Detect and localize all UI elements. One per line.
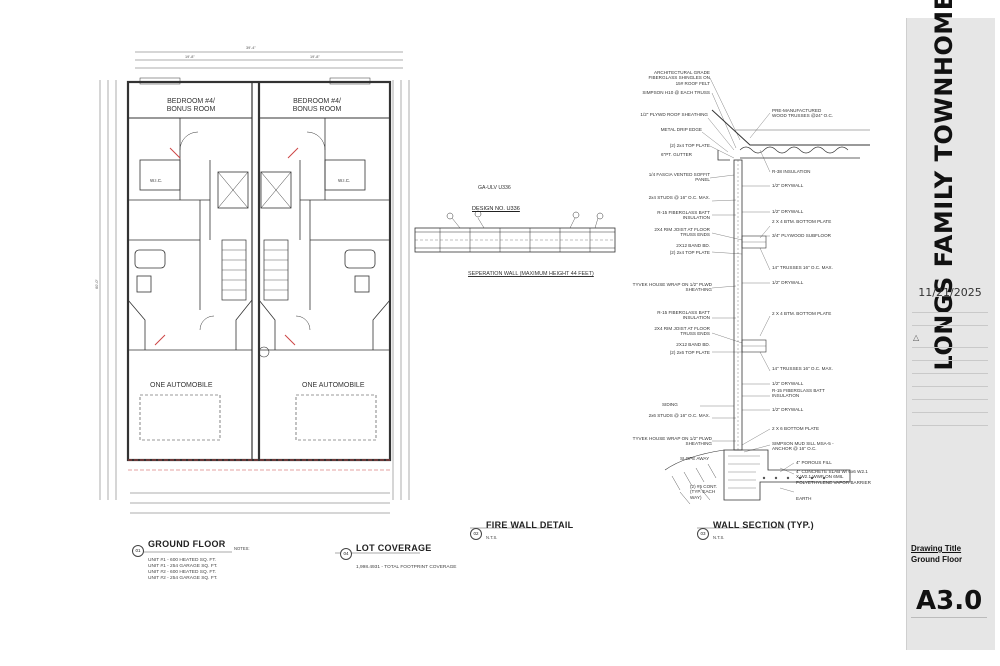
schedule-line-3: UNIT #2 - 600 HEATED SQ. FT.: [148, 570, 217, 575]
room-label-bedroom-right: BEDROOM #4/ BONUS ROOM: [292, 98, 342, 113]
divider: [912, 360, 988, 361]
drawing-date: 11/21/2025: [918, 286, 982, 299]
wall-note-14-trusses-1: 14" TRUSSES 16" O.C. MAX.: [772, 265, 833, 270]
wall-note-top-plate-1: (2) 2x4 TOP PLATE: [669, 143, 710, 148]
wall-note-mud-sill: SIMPSON MUD SILL MSA-5 - ANCHOR @ 16" O.…: [772, 441, 834, 452]
wall-note-band-2: 2X12 BAND BD.: [676, 342, 710, 347]
divider: [911, 617, 987, 618]
divider: [912, 425, 988, 426]
wall-note-drip-edge: METAL DRIP EDGE: [660, 127, 702, 132]
fire-wall-scale: N.T.S.: [486, 535, 498, 540]
room-label-wic-right: W.I.C.: [338, 178, 351, 183]
wall-note-2x6-studs: 2x6 STUDS @ 16" O.C. MAX.: [648, 413, 710, 418]
project-title: LONGS FAMILY TOWNHOME: [930, 0, 958, 371]
wall-note-r15-2: R-15 FIBERGLASS BATT INSULATION: [657, 310, 710, 321]
wall-note-drywall-2: 1/2" DRYWALL: [772, 209, 804, 214]
wall-note-drywall-5: 1/2" DRYWALL: [772, 407, 804, 412]
fire-wall-design-no: DESIGN NO. U336: [472, 206, 520, 212]
wall-note-tyvek-1: TYVEK HOUSE WRAP ON 1/2" PLWD SHEATHING: [632, 282, 712, 293]
schedule-line-1: UNIT #1 - 600 HEATED SQ. FT.: [148, 558, 217, 563]
floor-plan-title: GROUND FLOOR: [148, 539, 226, 549]
wall-note-porous-fill: 4" POROUS FILL: [796, 460, 832, 465]
fire-wall-design-line1: GA-ULV U336: [478, 185, 511, 191]
wall-note-subfloor: 3/4" PLYWOOD SUBFLOOR: [772, 233, 831, 238]
wall-note-drywall-3: 1/2" DRYWALL: [772, 280, 804, 285]
detail-number-01: 01: [132, 545, 144, 557]
wall-note-rebar: (2) #5 CONT. (TYP. EACH WAY): [690, 484, 718, 500]
wall-note-roof-sheathing: 1/2" PLYWD ROOF SHEATHING: [640, 112, 708, 117]
wall-section-scale: N.T.S.: [713, 535, 725, 540]
room-label-wic-left: W.I.C.: [150, 178, 163, 183]
wall-note-gutter: 6"PT. GUTTER: [661, 152, 692, 157]
wall-note-simpson-h10: SIMPSON H10 @ EACH TRUSS: [642, 90, 710, 95]
divider: [912, 399, 988, 400]
room-label-bedroom-left: BEDROOM #4/ BONUS ROOM: [166, 98, 216, 113]
sheet-number: A3.0: [916, 586, 983, 616]
wall-note-14-trusses-2: 14" TRUSSES 16" O.C. MAX.: [772, 366, 833, 371]
wall-note-r15-3: R-15 FIBERGLASS BATT INSULATION: [772, 388, 825, 399]
wall-note-top-plate-3: (2) 2x6 TOP PLATE: [669, 350, 710, 355]
separation-wall-title: SEPERATION WALL (MAXIMUM HEIGHT 44 FEET): [468, 271, 594, 277]
wall-note-earth: EARTH: [796, 496, 812, 501]
divider: [912, 386, 988, 387]
divider: [912, 412, 988, 413]
detail-number-04: 04: [340, 548, 352, 560]
title-block: [906, 18, 995, 650]
wall-note-bottom-plate-3: 2 X 6 BOTTOM PLATE: [772, 426, 820, 431]
room-label-garage-left: ONE AUTOMOBILE: [150, 382, 213, 389]
notes-heading: NOTES:: [234, 546, 250, 551]
wall-note-rim-joist-2: 2X4 RIM JOIST AT FLOOR TRUSS ENDS: [654, 326, 710, 337]
left-half-dim: 19'-8": [185, 55, 195, 59]
divider: [912, 373, 988, 374]
wall-note-top-plate-2: (2) 2x4 TOP PLATE: [669, 250, 710, 255]
divider: [912, 347, 988, 348]
project-title-container: LONGS FAMILY TOWNHOME: [904, 0, 984, 371]
wall-note-r38: R-38 INSULATION: [772, 169, 811, 174]
divider: [912, 312, 988, 313]
wall-note-bottom-plate-2: 2 X 4 BTM. BOTTOM PLATE: [772, 311, 832, 316]
wall-note-slope-away: SLOPE AWAY: [680, 456, 710, 461]
wall-section-title: WALL SECTION (TYP.): [713, 520, 814, 530]
right-half-dim: 19'-8": [310, 55, 320, 59]
wall-note-trusses: PRE-MANUFACTURED WOOD TRUSSES @24" O.C.: [772, 108, 834, 119]
wall-note-r15-1: R-15 FIBERGLASS BATT INSULATION: [657, 210, 710, 221]
drawing-title-value: Ground Floor: [911, 555, 963, 564]
drawing-title-label: Drawing Title: [911, 544, 962, 553]
divider: [912, 325, 988, 326]
wall-note-siding: SIDING: [662, 402, 678, 407]
overall-width-dim: 39'-4": [246, 46, 256, 50]
wall-note-drywall-4: 1/2" DRYWALL: [772, 381, 804, 386]
fire-wall-detail-title: FIRE WALL DETAIL: [486, 520, 574, 530]
area-schedule: UNIT #1 - 600 HEATED SQ. FT. UNIT #1 - 2…: [148, 558, 218, 582]
schedule-line-4: UNIT #2 - 254 GARAGE SQ. FT.: [148, 576, 218, 581]
ground-floor-plan: [99, 51, 410, 514]
wall-note-2x4-studs: 2x4 STUDS @ 16" O.C. MAX.: [648, 195, 710, 200]
overall-depth-dim: 60'-0": [94, 279, 99, 289]
room-label-garage-right: ONE AUTOMOBILE: [302, 382, 365, 389]
wall-note-drywall-1: 1/2" DRYWALL: [772, 183, 804, 188]
wall-note-rim-joist-1: 2X4 RIM JOIST AT FLOOR TRUSS ENDS: [654, 227, 710, 238]
warning-triangle-icon: △: [913, 333, 920, 342]
wall-note-slab: 4" CONCRETE SLAB W/ 6x6 W2.1 X W2.1 WWF …: [796, 469, 871, 485]
wall-note-fascia: 1/4 FASCIA VENTED SOFFIT PANEL: [648, 172, 710, 183]
fire-wall-detail-graphics: [414, 210, 616, 253]
lot-coverage-title: LOT COVERAGE: [356, 543, 432, 553]
detail-number-03: 03: [697, 528, 709, 540]
detail-number-02: 02: [470, 528, 482, 540]
wall-note-shingles: ARCHITECTURAL GRADE FIBERGLASS SHINGLES …: [648, 70, 710, 86]
schedule-line-2: UNIT #1 - 254 GARAGE SQ. FT.: [148, 564, 218, 569]
wall-note-tyvek-2: TYVEK HOUSE WRAP ON 1/2" PLWD SHEATHING: [632, 436, 712, 447]
wall-note-band-1: 2X12 BAND BD.: [676, 243, 710, 248]
wall-section-graphics: [664, 77, 870, 505]
wall-note-bottom-plate-1: 2 X 4 BTM. BOTTOM PLATE: [772, 219, 832, 224]
lot-coverage-text: 1,998.4931 - TOTAL FOOTPRINT COVERAGE: [356, 565, 457, 570]
